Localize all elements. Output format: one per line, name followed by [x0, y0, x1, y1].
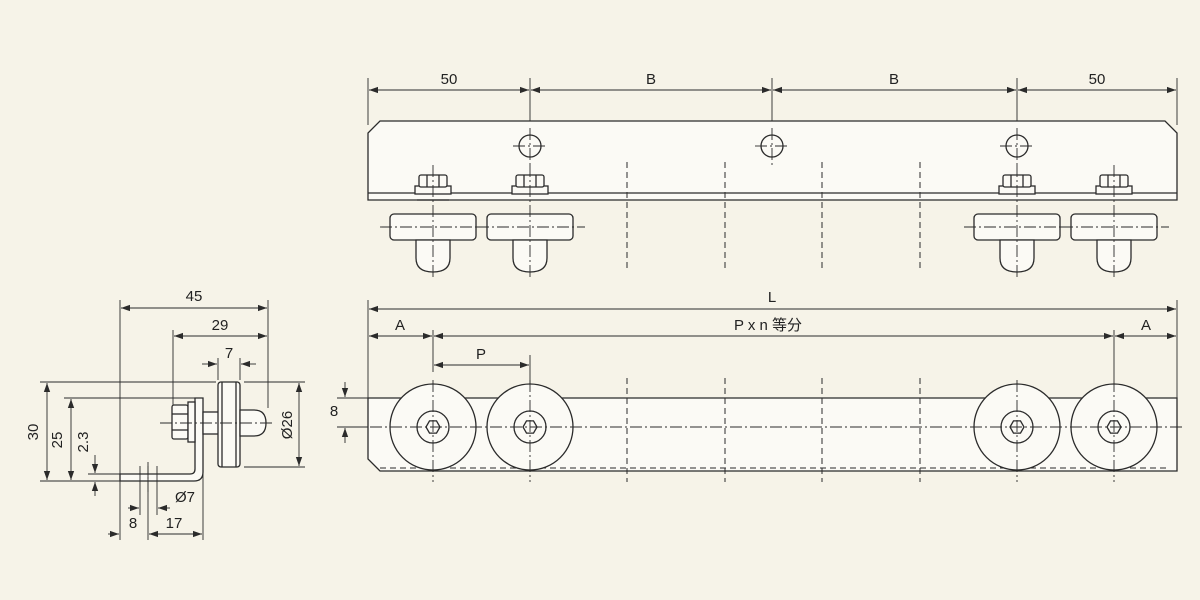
dim-end-right: A	[1141, 317, 1151, 334]
roller-assembly-2	[477, 165, 585, 280]
dim-roller-diameter: Ø26	[279, 411, 296, 439]
side-vertical-dimensions	[40, 381, 305, 496]
dim-top-50-left: 50	[441, 71, 458, 88]
roller-assembly-4	[1061, 165, 1169, 280]
washer	[187, 401, 196, 443]
side-view: 45 29 7 30 25 2.3 Ø26	[25, 288, 305, 540]
dim-pitch: P	[476, 346, 486, 363]
side-horizontal-dimensions	[119, 300, 269, 500]
dim-overall-length: L	[768, 289, 776, 306]
dim-side-45: 45	[186, 288, 203, 305]
dim-side-25: 25	[49, 432, 66, 449]
front-view: L A P x n 等分 A P 8	[330, 289, 1185, 482]
dim-base-17: 17	[166, 515, 183, 532]
dim-plate-offset: 8	[330, 403, 338, 420]
dim-side-30: 30	[25, 424, 42, 441]
dim-end-left: A	[395, 317, 405, 334]
front-extension-lines	[367, 300, 1178, 398]
roller-assembly-1	[380, 165, 488, 280]
mounting-holes	[513, 128, 1034, 165]
front-dimension-lines	[337, 305, 1176, 443]
hex-nut	[171, 404, 189, 440]
dim-side-7: 7	[225, 345, 233, 362]
dim-side-2-3: 2.3	[75, 432, 92, 453]
dim-top-50-right: 50	[1089, 71, 1106, 88]
dim-side-29: 29	[212, 317, 229, 334]
roller-wheel-side	[217, 381, 241, 468]
dim-top-b-left: B	[646, 71, 656, 88]
dim-pitch-total: P x n 等分	[734, 316, 802, 334]
dim-top-b-right: B	[889, 71, 899, 88]
dim-base-8: 8	[129, 515, 137, 532]
hidden-roller-positions-top	[626, 162, 921, 270]
roller-assembly-3	[964, 165, 1072, 280]
base-dimensions	[108, 462, 204, 540]
top-view: 50 B B 50	[367, 71, 1178, 280]
dim-hole-diameter: Ø7	[175, 489, 195, 506]
hidden-roller-positions-front	[626, 378, 921, 482]
rail-plate-top	[367, 120, 1178, 201]
